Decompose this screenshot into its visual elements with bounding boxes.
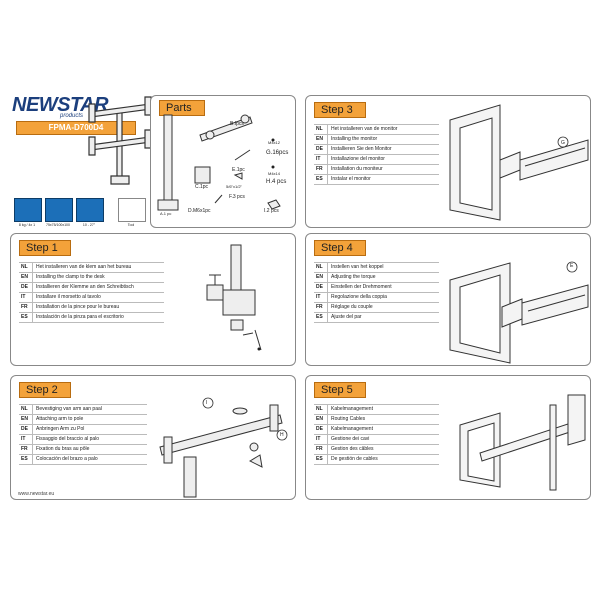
screen-size-icon	[76, 198, 104, 222]
part-label-i: I.2 pcs	[264, 208, 279, 214]
parts-title: Parts	[159, 100, 205, 116]
step2-callout-i: I	[206, 400, 208, 406]
footer-url: www.newstar.eu	[18, 491, 55, 497]
step5-title: Step 5	[314, 382, 366, 398]
weight-icon	[14, 198, 42, 222]
model-number: FPMA-D700D4	[16, 121, 136, 135]
newstar-logo: NEWSTAR	[12, 94, 109, 116]
step4-drawing	[449, 261, 589, 364]
step1-drawing	[206, 244, 262, 351]
step2-title: Step 2	[19, 382, 71, 398]
part-label-b: B.Ipcs	[230, 121, 244, 127]
step3-callout-g: G	[561, 140, 565, 146]
part-label-e: E.1pc	[232, 167, 245, 173]
part-label-m4x12: M4x12	[268, 140, 281, 145]
step1-title: Step 1	[19, 240, 71, 256]
step2-callout-h: H	[280, 432, 284, 438]
parts-drawing	[157, 114, 281, 211]
spec-label-vesa: 75x75/100x100	[46, 223, 70, 227]
step2-drawing	[159, 397, 288, 498]
part-label-a: A.1 pc	[160, 211, 172, 216]
part-label-c: C.1pc	[195, 184, 209, 190]
step4-callout-e: E	[570, 263, 574, 269]
part-label-g: G.16pcs	[266, 150, 289, 156]
vesa-icon	[45, 198, 73, 222]
spec-label-weight: 8 kg / 4x 1	[18, 223, 36, 227]
part-label-m4x14: M4x14	[268, 171, 281, 176]
logo-subtitle: products	[60, 113, 84, 119]
step3-drawing	[449, 104, 589, 221]
tool-icon	[118, 198, 146, 222]
step3-title: Step 3	[314, 102, 366, 118]
part-label-h: H.4 pcs	[266, 179, 287, 185]
spec-label-tool: Tool	[127, 223, 135, 227]
part-label-screw: 5/6"x1/2"	[226, 184, 242, 189]
product-illustration	[88, 96, 152, 185]
spec-label-size: 10 - 27"	[82, 223, 96, 227]
step5-drawing	[459, 394, 586, 491]
part-label-d: D.M6x1pc	[188, 208, 211, 214]
part-label-f: F.3 pcs	[229, 194, 245, 200]
step4-title: Step 4	[314, 240, 366, 256]
